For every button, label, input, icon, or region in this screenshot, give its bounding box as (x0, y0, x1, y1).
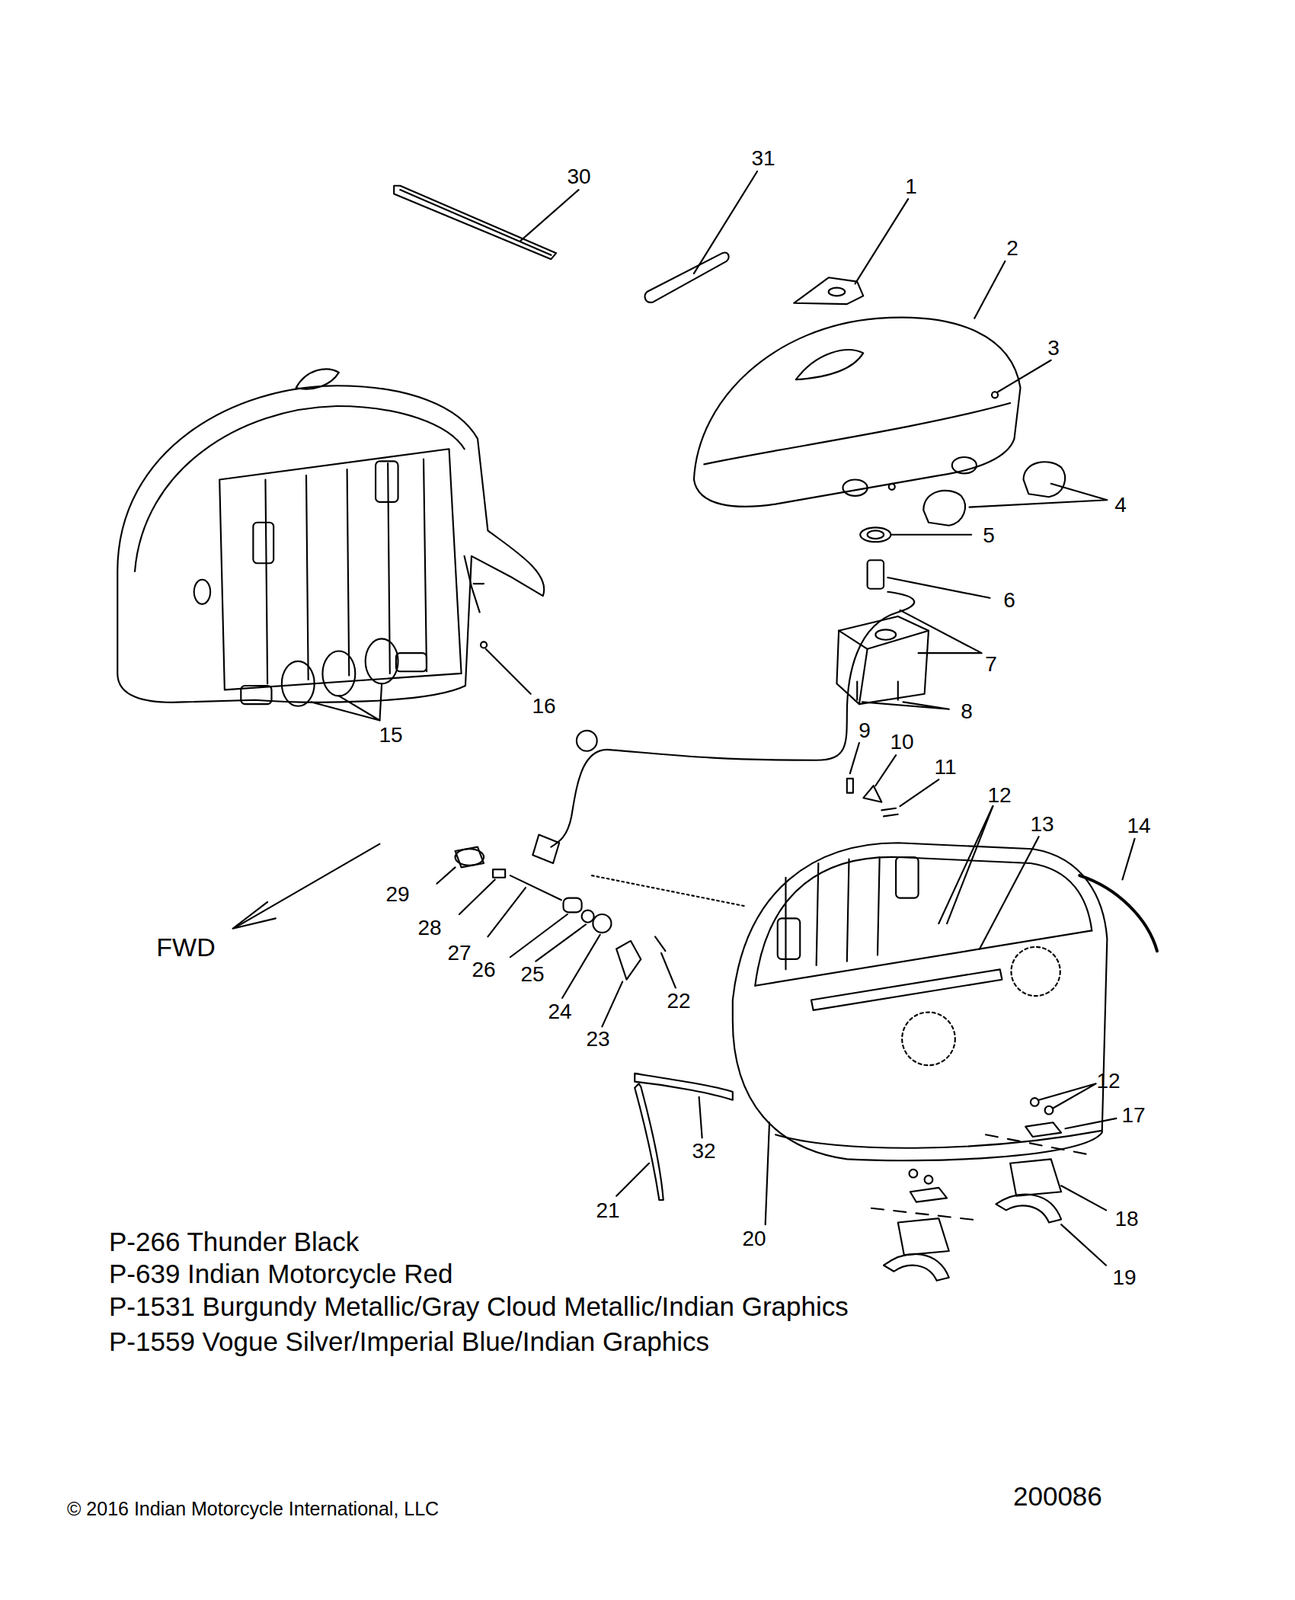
callout-number: 1 (904, 175, 918, 198)
callout-number: 27 (447, 942, 471, 964)
callout-number: 24 (547, 1000, 572, 1023)
note-text: P-639 Indian Motorcycle Red (108, 1259, 453, 1287)
callout-number: 29 (385, 883, 410, 905)
callout-number: 22 (666, 990, 691, 1012)
callout-number: 14 (1126, 815, 1151, 837)
callout-number: 5 (982, 524, 995, 547)
note-text: P-1559 Vogue Silver/Imperial Blue/Indian… (108, 1327, 710, 1355)
note-text: P-1531 Burgundy Metallic/Gray Cloud Meta… (108, 1292, 849, 1320)
callout-number: 18 (1114, 1208, 1139, 1230)
callout-number: 8 (960, 700, 973, 723)
callout-number: 4 (1114, 494, 1127, 516)
callout-number: 16 (531, 695, 556, 717)
callout-number: 10 (889, 731, 914, 753)
callout-number: 11 (933, 756, 957, 778)
callout-number: 6 (1003, 589, 1016, 611)
callout-number: 15 (378, 724, 403, 746)
note-text: 200086 (1013, 1482, 1103, 1510)
callout-number: 3 (1047, 337, 1060, 359)
callout-number: 12 (1096, 1070, 1120, 1092)
callout-number: 9 (858, 719, 871, 742)
callout-number: 32 (691, 1140, 716, 1162)
callout-number: 20 (741, 1227, 766, 1250)
callout-number: 25 (520, 963, 544, 985)
callout-number: 26 (471, 959, 496, 981)
callout-number: 13 (1029, 813, 1054, 835)
callout-number: 19 (1112, 1266, 1136, 1289)
callout-number: 28 (417, 917, 442, 939)
callout-number: 17 (1121, 1104, 1145, 1126)
callout-number: 7 (984, 653, 998, 675)
direction-label: FWD (156, 933, 215, 960)
callout-number: 31 (751, 147, 775, 170)
callout-number: 30 (566, 166, 591, 188)
callout-number: 2 (1006, 237, 1019, 259)
note-text: P-266 Thunder Black (108, 1227, 359, 1255)
copyright-text: © 2016 Indian Motorcycle International, … (67, 1499, 439, 1519)
callout-number: 21 (595, 1199, 620, 1222)
callout-number: 12 (987, 784, 1011, 806)
callout-number: 23 (585, 1028, 610, 1050)
